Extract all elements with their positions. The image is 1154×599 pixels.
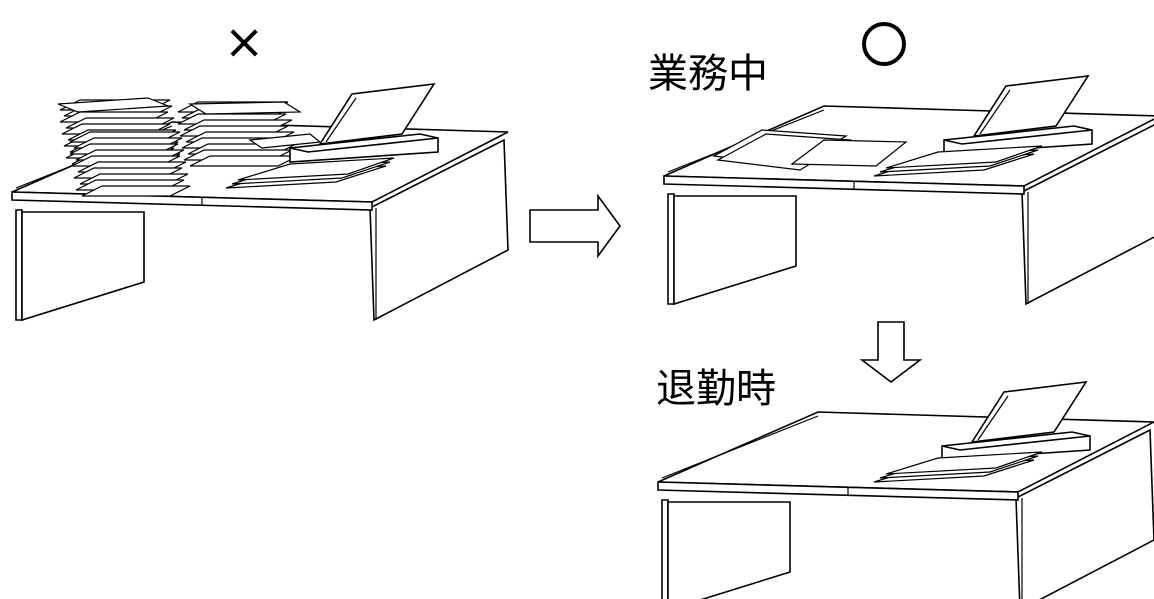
- paper-pile-left: [57, 97, 191, 197]
- papers-in-use: [712, 129, 908, 171]
- circle-icon: [862, 22, 906, 66]
- arrow-down-icon: [859, 321, 923, 384]
- laptop-left: [289, 83, 439, 163]
- cross-mark: ×: [224, 14, 265, 70]
- desk-leaving-work: [657, 381, 1154, 599]
- label-leaving-work: 退勤時: [656, 366, 776, 412]
- desk-during-work: [663, 75, 1154, 305]
- paper-pile-middle: [177, 101, 322, 167]
- messy-desk: [11, 83, 509, 321]
- label-during-work: 業務中: [648, 51, 768, 97]
- arrow-right-icon: [529, 193, 621, 259]
